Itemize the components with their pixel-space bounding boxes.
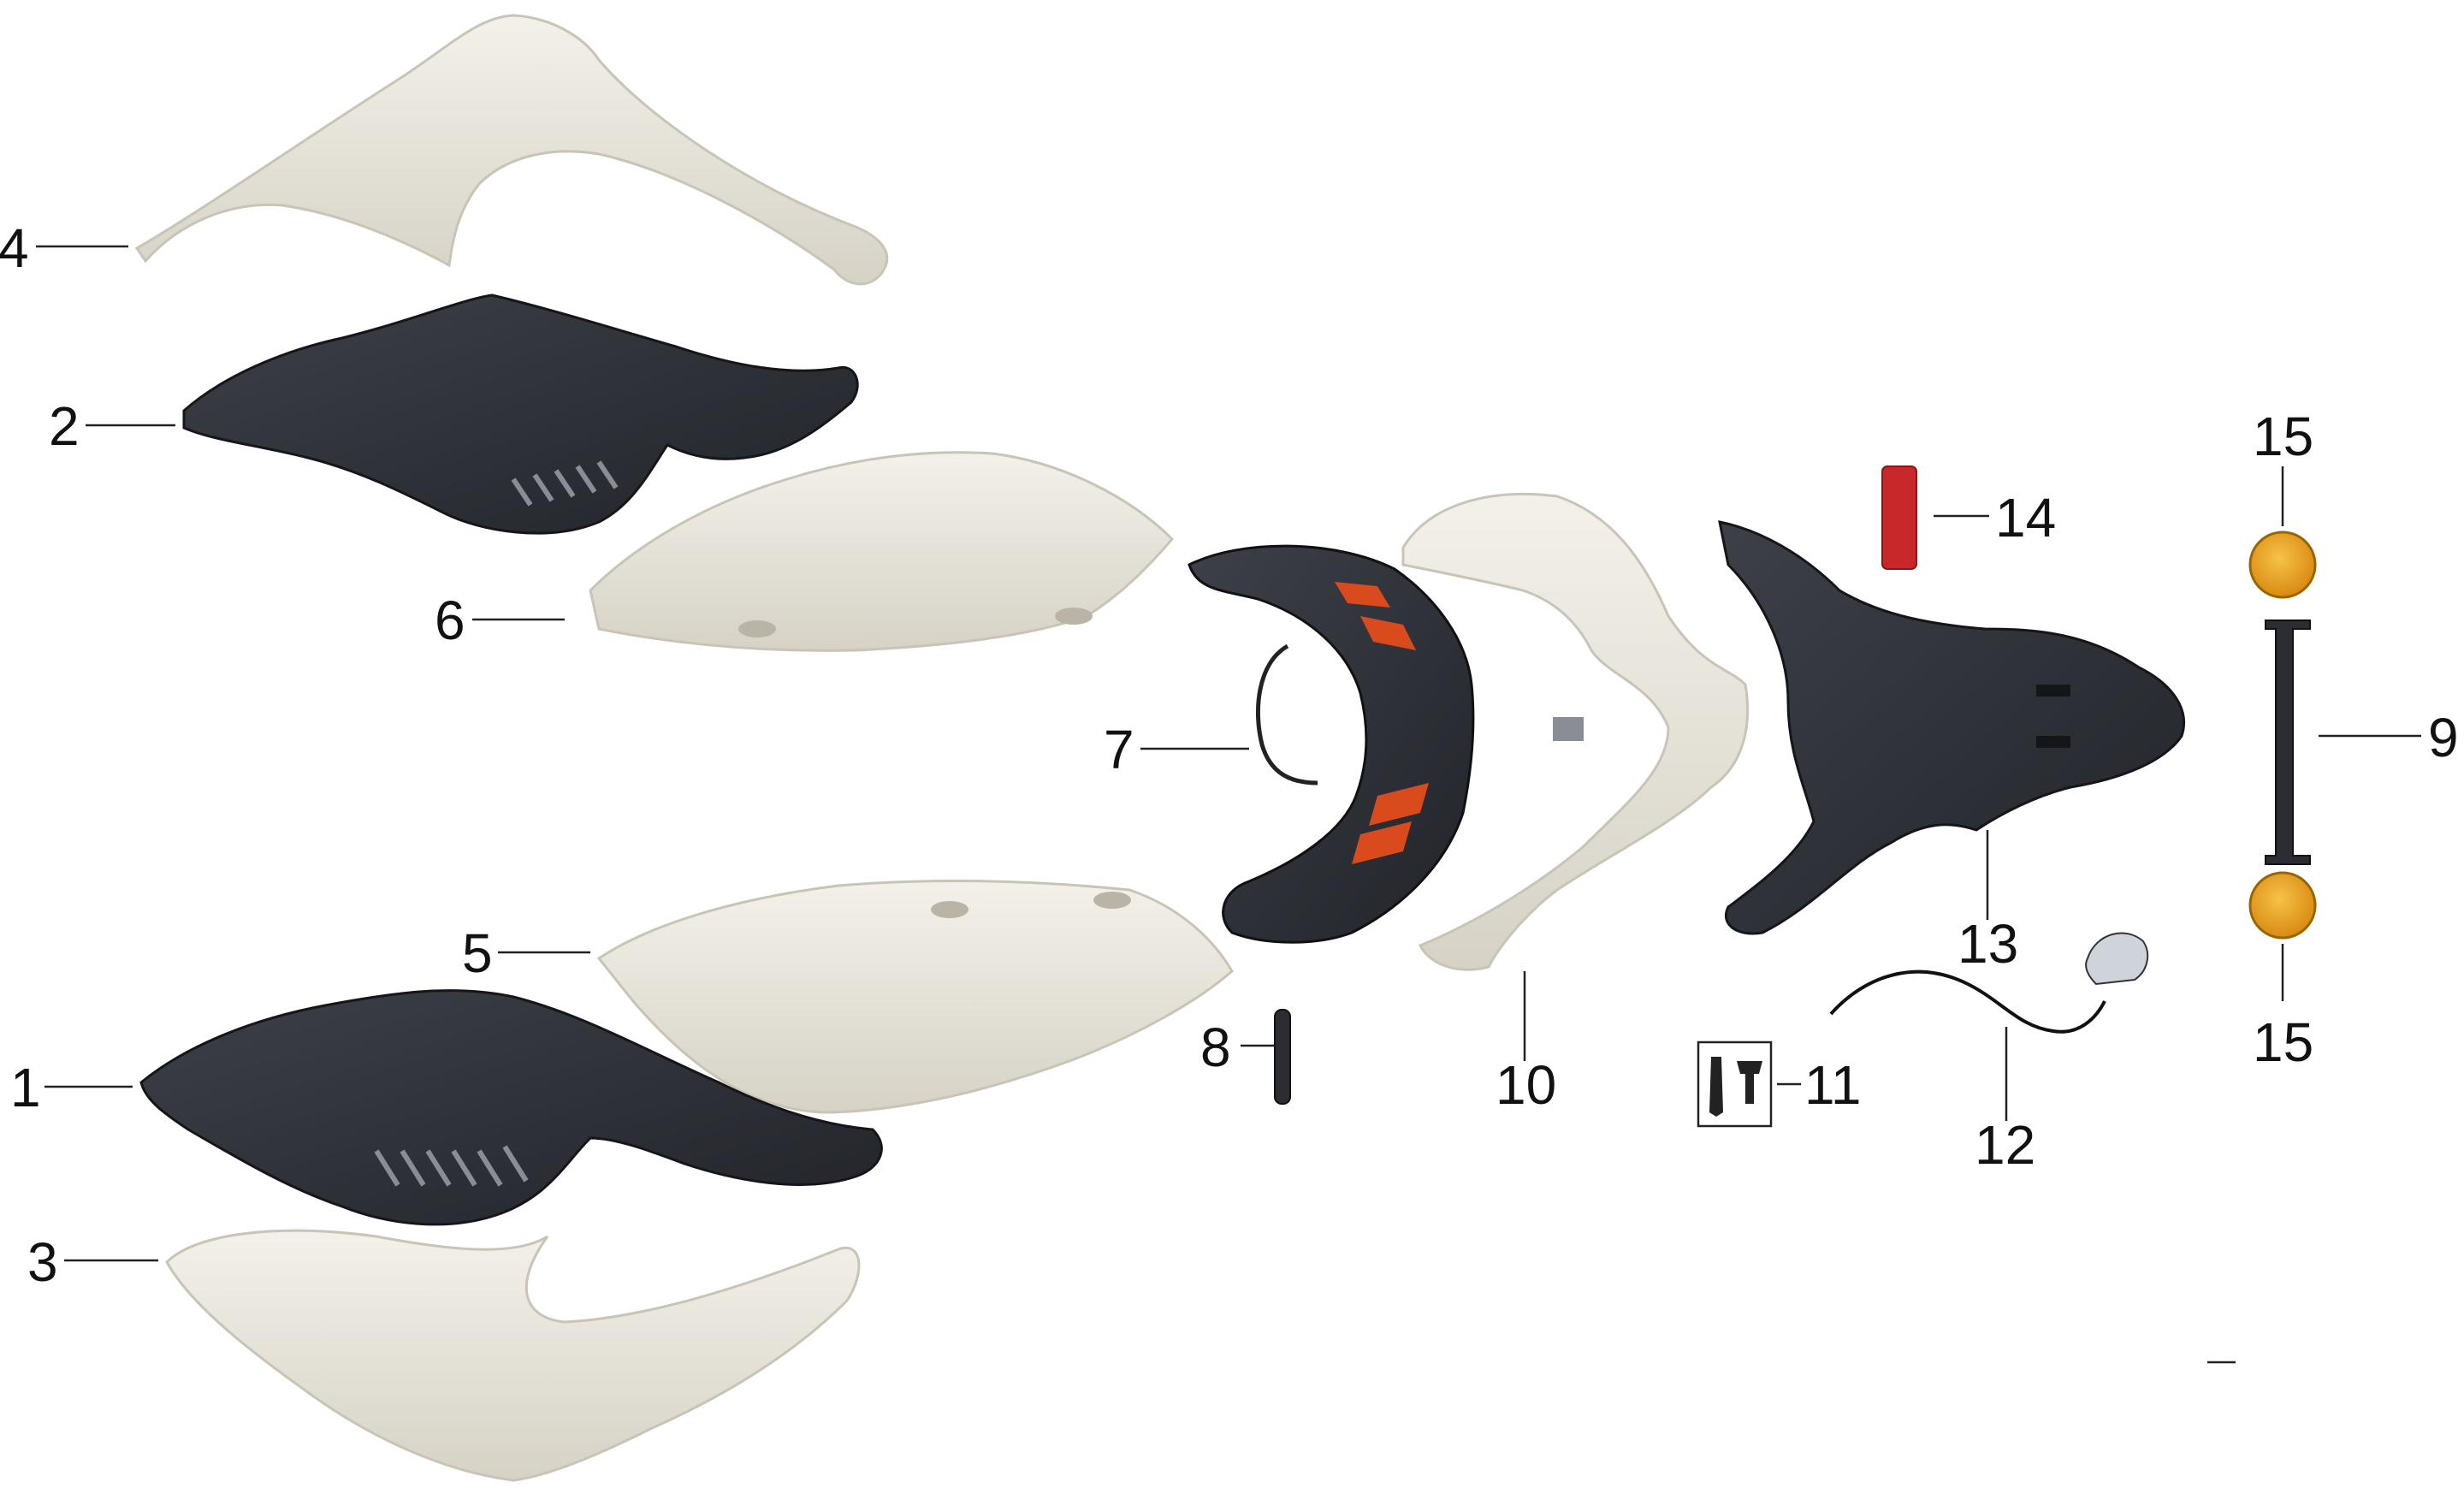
callout-2: 2 (49, 395, 80, 457)
part-7-tail-light (1188, 544, 1475, 944)
part-5-body-panel-lower (596, 880, 1234, 1114)
part-2-inner-panel-upper (182, 293, 859, 535)
part-12-license-lamp (1829, 932, 2149, 1034)
mount-hole (1093, 892, 1131, 909)
callout-15-top: 15 (2253, 406, 2313, 467)
part-4-side-cover-upper (134, 14, 889, 286)
wire-harness (1256, 643, 1318, 786)
vent-grille-lower (374, 1145, 529, 1187)
mount-hole (931, 901, 968, 918)
part-14-red-reflector (1881, 465, 1917, 570)
callout-15-bottom: 15 (2253, 1011, 2313, 1073)
part-8-rubber-strap (1274, 1009, 1291, 1105)
mount-hole (738, 620, 776, 637)
part-13-rear-fender (1718, 520, 2186, 935)
part-11-push-clip (1697, 1041, 1773, 1128)
part-15-amber-reflector-bottom (2248, 871, 2317, 940)
callout-7: 7 (1104, 719, 1134, 780)
callout-4: 4 (0, 217, 29, 279)
part-3-side-cover-lower (165, 1229, 861, 1482)
license-bracket-slot (2036, 736, 2070, 748)
part-10-rear-cowl (1401, 493, 1750, 971)
callout-1: 1 (10, 1057, 41, 1118)
callout-10: 10 (1496, 1054, 1556, 1116)
callout-labels: 4 2 6 7 5 8 1 3 10 11 12 13 14 15 15 9 (0, 217, 2459, 1293)
callout-3: 3 (27, 1231, 58, 1293)
callout-6: 6 (435, 590, 465, 651)
part-6-body-panel-upper (589, 451, 1175, 652)
leader-lines (36, 245, 2421, 1262)
license-bracket-slot (2036, 685, 2070, 697)
callout-13: 13 (1958, 913, 2018, 975)
part-9-reflector-bracket (2265, 620, 2311, 865)
mount-hole (1055, 608, 1093, 625)
part-1-inner-panel-lower (139, 989, 883, 1226)
callout-14: 14 (1995, 487, 2056, 548)
tail-light-lens (1335, 582, 1429, 864)
part-15-amber-reflector-top (2248, 531, 2317, 599)
callout-5: 5 (462, 922, 493, 984)
vent-grille-upper (511, 460, 619, 507)
mount-clip (1553, 717, 1584, 741)
callout-12: 12 (1975, 1114, 2035, 1176)
callout-9: 9 (2428, 707, 2459, 768)
callout-8: 8 (1200, 1017, 1231, 1078)
callout-11: 11 (1804, 1054, 1861, 1116)
